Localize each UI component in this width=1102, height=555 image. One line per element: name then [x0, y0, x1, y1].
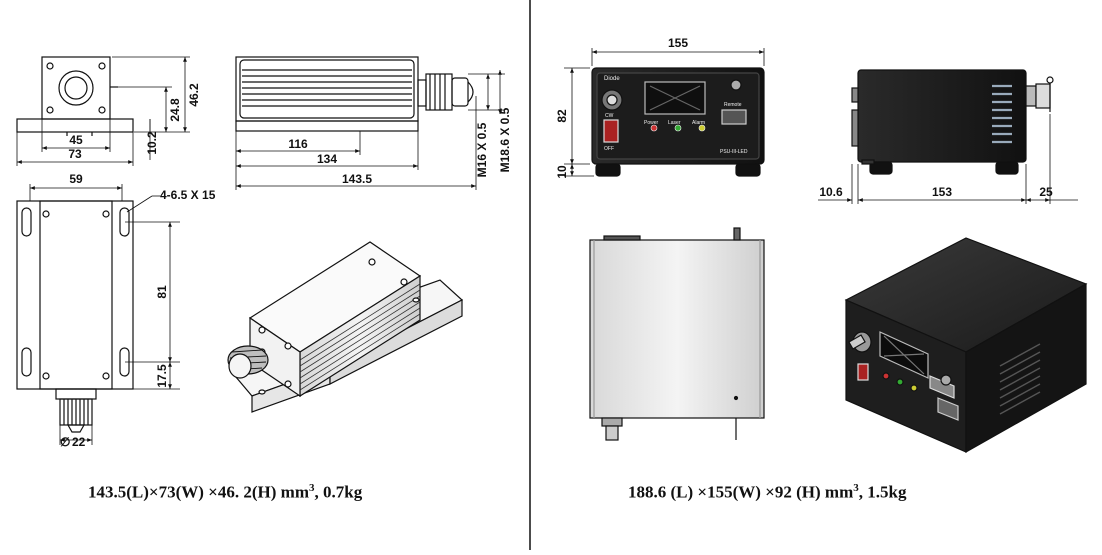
caption-left-sup: 3 — [308, 482, 315, 494]
dim-depth-right: 25 — [1039, 185, 1053, 199]
dim-h-axis: 24.8 — [168, 98, 182, 122]
dim-depth: 153 — [932, 185, 952, 199]
dim-h-total: 46.2 — [187, 83, 201, 107]
front-label-power: Power — [644, 120, 659, 126]
left-side-dims — [235, 70, 505, 190]
caption-right-weight: , 1.5kg — [858, 482, 907, 502]
front-label-alarm: Alarm — [692, 120, 705, 126]
right-front-view — [591, 67, 765, 177]
front-label-model: PSU-III-LED — [720, 149, 748, 155]
right-top-view — [589, 227, 765, 441]
dim-len-base: 134 — [317, 152, 337, 166]
caption-left-weight: , 0.7kg — [314, 482, 363, 502]
left-side-view — [235, 56, 474, 132]
caption-right-sup: 3 — [853, 482, 859, 494]
dim-base-thk: 10.2 — [145, 131, 159, 155]
dim-knob-dia-symbol: ∅ — [60, 435, 70, 449]
front-label-knob: CW — [605, 113, 614, 119]
right-side-dims — [818, 114, 1078, 204]
front-label-switch: OFF — [604, 146, 614, 152]
dim-knob-dia: 22 — [72, 435, 86, 449]
front-label-remote: Remote — [724, 102, 742, 108]
dim-thread-1: M16 X 0.5 — [475, 122, 489, 177]
dim-depth-left: 10.6 — [819, 185, 843, 199]
dim-feet: 10 — [555, 165, 569, 179]
left-front-view — [16, 56, 134, 136]
dim-base-inner: 45 — [69, 133, 83, 147]
dim-slot: 4-6.5 X 15 — [160, 188, 216, 202]
dim-slot-pitch: 81 — [155, 285, 169, 299]
left-front-dims — [16, 56, 190, 166]
dim-base-width: 73 — [68, 147, 82, 161]
left-top-view — [16, 200, 134, 433]
dim-len-body: 116 — [288, 137, 308, 151]
caption-right: 188.6 (L) ×155(W) ×92 (H) mm3, 1.5kg — [628, 482, 906, 503]
left-top-dims — [29, 184, 180, 445]
front-label-diode: Diode — [604, 76, 620, 82]
left-isometric-view — [227, 241, 464, 413]
right-front-dims — [564, 48, 765, 177]
caption-left: 143.5(L)×73(W) ×46. 2(H) mm3, 0.7kg — [88, 482, 362, 503]
dim-slot-edge: 17.5 — [155, 364, 169, 388]
right-isometric-view — [844, 237, 1088, 454]
dim-height: 82 — [555, 109, 569, 123]
dim-top-width: 59 — [69, 172, 83, 186]
dim-width: 155 — [668, 36, 688, 50]
front-label-laser: Laser — [668, 120, 681, 126]
dim-thread-2: M18.6 X 0.5 — [498, 107, 512, 172]
caption-right-main: 188.6 (L) ×155(W) ×92 (H) mm — [628, 482, 854, 502]
dim-len-total: 143.5 — [342, 172, 372, 186]
right-side-view — [851, 69, 1054, 175]
caption-left-main: 143.5(L)×73(W) ×46. 2(H) mm — [88, 482, 309, 502]
